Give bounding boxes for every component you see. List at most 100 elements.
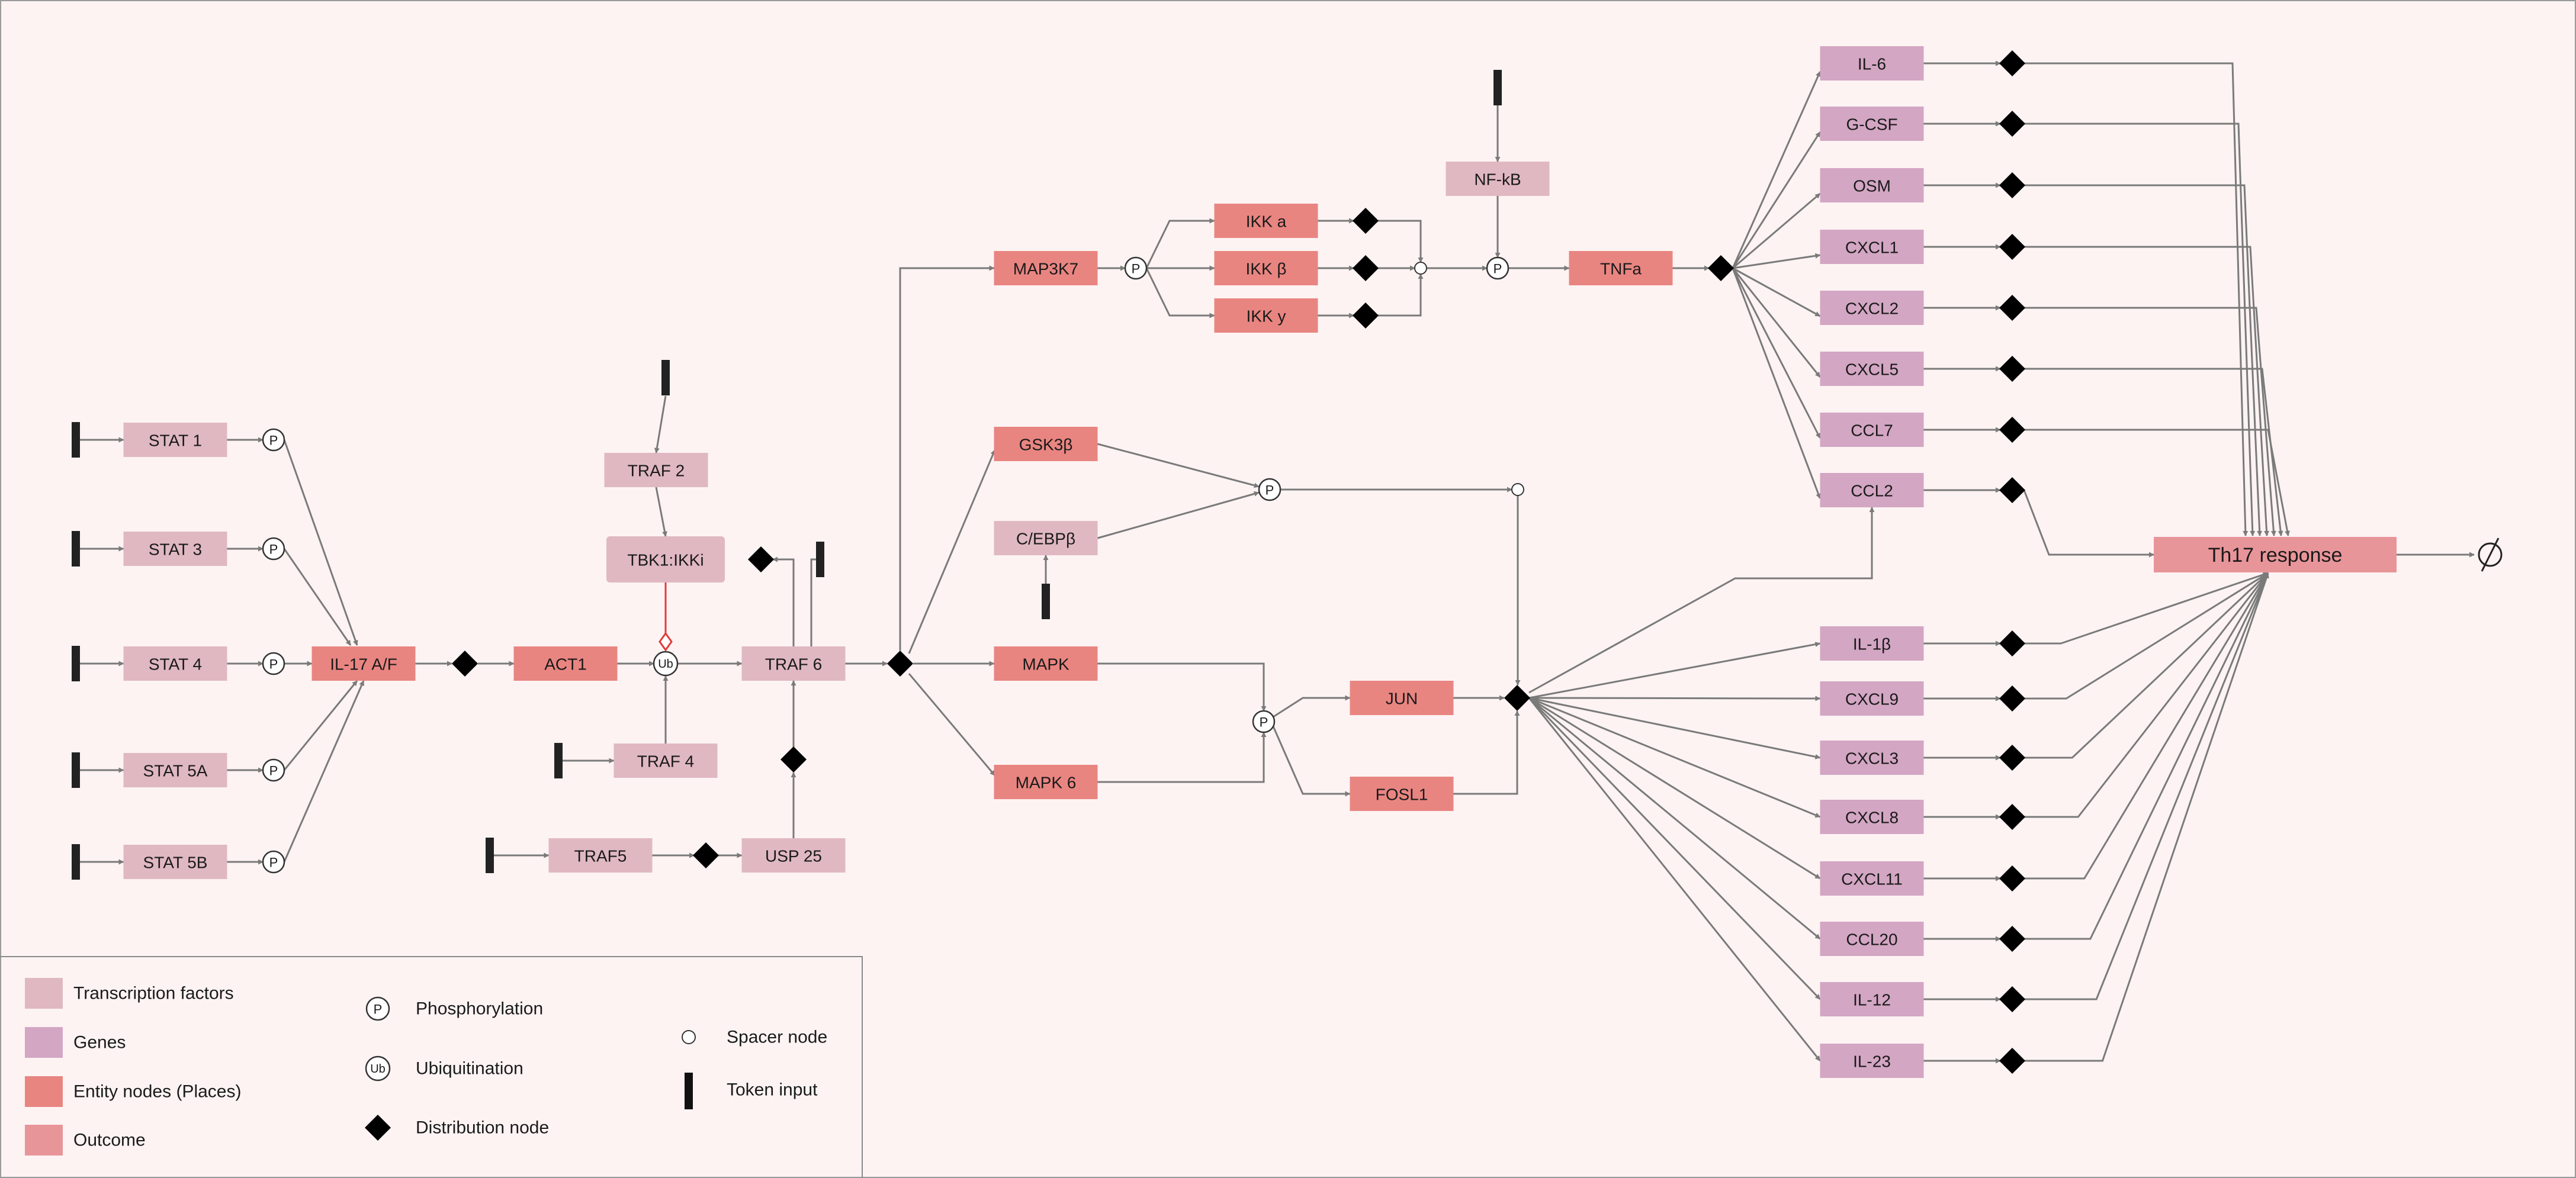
node-cebpb-box — [994, 521, 1098, 555]
node-th17-label: Th17 response — [2208, 544, 2343, 567]
edge — [1097, 732, 1267, 783]
edge — [908, 673, 996, 776]
node-ccl2: CCL2 — [1820, 473, 1924, 507]
node-stat3: STAT 3 — [123, 532, 227, 566]
node-mapk6-box — [994, 765, 1098, 799]
node-stat3-box — [123, 532, 227, 566]
node-usp25: USP 25 — [741, 838, 846, 873]
token-input — [554, 743, 563, 778]
node-il1b: IL-1β — [1820, 626, 1924, 661]
node-usp25-label: USP 25 — [765, 847, 822, 865]
edge — [1273, 695, 1351, 718]
legend-ub-glyph: Ub — [370, 1063, 386, 1076]
distribution-node — [1999, 356, 2025, 382]
distribution-node — [1999, 234, 2025, 260]
node-ikka: IKK a — [1214, 204, 1318, 238]
phosphorylation-circle — [262, 652, 285, 675]
distribution-node — [1999, 926, 2025, 952]
node-cxcl11: CXCL11 — [1820, 861, 1924, 896]
token-input — [72, 646, 80, 681]
node-cxcl1: CXCL1 — [1820, 230, 1924, 264]
distribution-node — [1999, 1048, 2025, 1074]
node-cxcl5-label: CXCL5 — [1845, 361, 1899, 379]
legend-label-ubiquitination: Ubiquitination — [416, 1059, 523, 1079]
token-input — [816, 542, 824, 577]
legend-swatch-transcription_factors — [25, 978, 63, 1009]
phosphorylation-circle — [1124, 256, 1148, 280]
token-input — [72, 422, 80, 458]
node-fosl1-box — [1350, 777, 1454, 811]
edge — [2024, 572, 2269, 940]
node-map3k7-box — [994, 251, 1098, 285]
phosphorylation-label: P — [1493, 262, 1502, 276]
spacer-node — [1414, 262, 1427, 275]
token-input — [661, 360, 670, 395]
edge — [1528, 696, 1821, 701]
node-tnfa: TNFa — [1569, 251, 1673, 285]
legend-swatch-entity_nodes — [25, 1076, 63, 1107]
legend-ubiquitination-icon: Ub — [365, 1055, 391, 1082]
sink-slash — [2481, 537, 2500, 572]
node-gcsf-label: G-CSF — [1846, 115, 1897, 134]
node-il23-label: IL-23 — [1853, 1053, 1891, 1071]
edge — [772, 556, 795, 646]
legend-frame — [0, 956, 863, 1178]
edge — [1732, 268, 1821, 439]
node-ccl7: CCL7 — [1820, 413, 1924, 447]
phosphorylation-label: P — [269, 433, 278, 448]
node-ccl20: CCL20 — [1820, 922, 1924, 956]
legend-label-outcome: Outcome — [73, 1131, 146, 1150]
phosphorylation-node: P — [262, 428, 285, 452]
node-tbk1-box — [606, 536, 725, 582]
distribution-node — [1353, 302, 1379, 329]
node-cxcl3-box — [1820, 741, 1924, 775]
phosphorylation-label: P — [1132, 262, 1141, 276]
node-il6-label: IL-6 — [1858, 55, 1886, 73]
node-ccl20-label: CCL20 — [1846, 931, 1897, 949]
ubiquitination-label: Ub — [658, 658, 673, 671]
node-il6: IL-6 — [1820, 46, 1924, 81]
distribution-node — [1999, 630, 2025, 656]
phosphorylation-circle — [262, 537, 285, 561]
edge — [2024, 184, 2263, 536]
node-il12: IL-12 — [1820, 982, 1924, 1016]
legend-p-circle — [365, 996, 390, 1021]
node-cxcl8-label: CXCL8 — [1845, 809, 1899, 827]
node-stat4-label: STAT 4 — [149, 655, 202, 674]
node-act1-label: ACT1 — [544, 655, 587, 674]
sink-circle — [2478, 542, 2503, 567]
token-input — [72, 844, 80, 880]
token-input — [486, 838, 494, 873]
node-map3k7-label: MAP3K7 — [1013, 260, 1079, 278]
edge — [1377, 273, 1424, 317]
distribution-node — [1999, 804, 2025, 830]
node-traf6-box — [741, 646, 846, 681]
node-cxcl5-box — [1820, 352, 1924, 386]
node-il23-box — [1820, 1044, 1924, 1078]
edge — [1732, 268, 1821, 499]
node-traf5: TRAF5 — [548, 838, 653, 873]
legend-token-icon — [685, 1073, 693, 1109]
edge — [1732, 253, 1821, 269]
node-traf5-box — [548, 838, 653, 873]
token-input — [1042, 584, 1050, 619]
node-cxcl2: CXCL2 — [1820, 291, 1924, 325]
phosphorylation-label: P — [269, 542, 278, 557]
edge — [1453, 710, 1520, 795]
legend-label-genes: Genes — [73, 1033, 126, 1053]
distribution-node — [1353, 208, 1379, 234]
node-ikka-label: IKK a — [1246, 213, 1287, 231]
edge — [1097, 443, 1260, 488]
node-cxcl3-label: CXCL3 — [1845, 749, 1899, 768]
edge — [1732, 131, 1821, 269]
distribution-node — [1999, 172, 2025, 198]
edge — [2024, 368, 2283, 536]
node-cxcl9: CXCL9 — [1820, 681, 1924, 716]
node-ikkb-label: IKK β — [1245, 260, 1286, 278]
node-nfkb-box — [1446, 162, 1550, 196]
node-ikky-box — [1214, 298, 1318, 333]
edge — [283, 439, 358, 646]
node-ikkb: IKK β — [1214, 251, 1318, 285]
edge — [1528, 697, 1821, 880]
